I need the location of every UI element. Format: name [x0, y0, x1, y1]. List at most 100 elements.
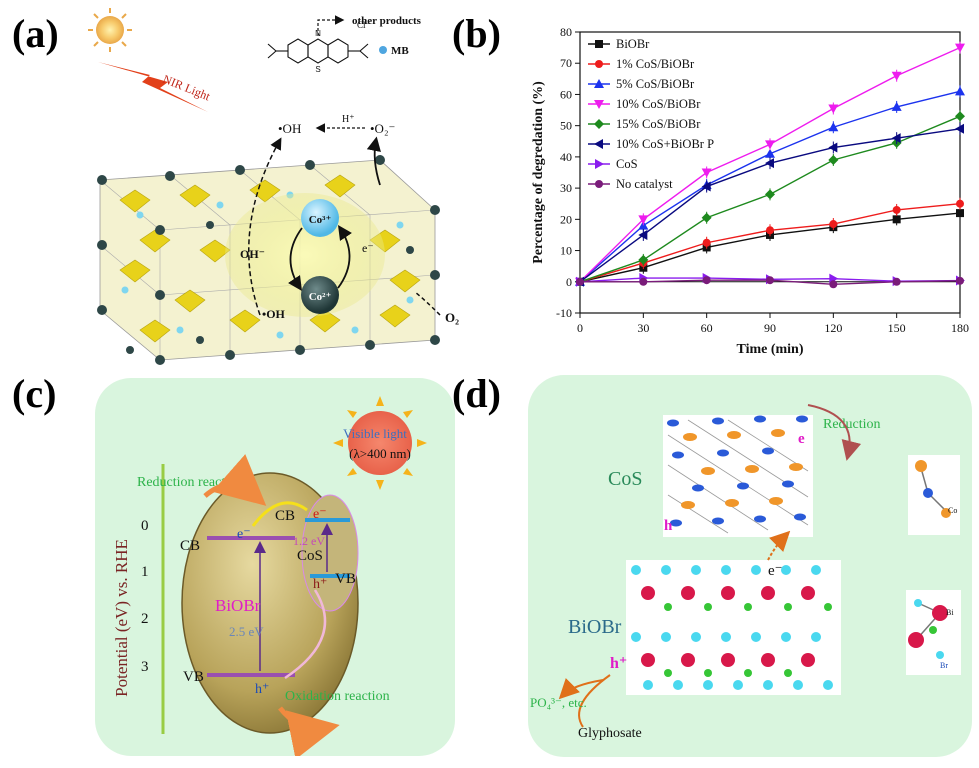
data-point: [956, 276, 964, 285]
y-tick-label: 30: [560, 181, 572, 195]
biobr-cb-label: CB: [180, 538, 200, 554]
data-point: [765, 189, 775, 200]
legend-label: 5% CoS/BiOBr: [616, 77, 695, 91]
legend-label: BiOBr: [616, 37, 650, 51]
x-tick-label: 90: [764, 321, 776, 335]
potential-tick-0: 0: [141, 518, 149, 534]
co-atom-label: Co: [948, 506, 957, 515]
visible-light-label: Visible light: [343, 426, 407, 441]
data-point: [766, 276, 774, 285]
data-point: [639, 277, 648, 286]
data-point: [765, 158, 774, 169]
data-point: [576, 277, 584, 286]
y-tick-label: 50: [560, 119, 572, 133]
data-point: [892, 277, 901, 286]
legend-label: CoS: [616, 157, 638, 171]
data-point: [955, 111, 965, 122]
hole-label-bottom: h⁺: [610, 655, 627, 672]
data-point: [701, 181, 711, 192]
data-point: [892, 215, 901, 224]
data-point: [829, 280, 838, 289]
hydroxide-label: OH⁻: [240, 247, 265, 261]
oxygen-label: O₂: [445, 310, 459, 325]
cos-label-d: CoS: [608, 468, 642, 490]
reduction-label-d: Reduction: [823, 417, 881, 432]
y-tick-label: 10: [560, 244, 572, 258]
reduction-reaction-label: Reduction reaction: [137, 475, 243, 490]
potential-tick-2: 2: [141, 611, 149, 627]
panel-label-a: (a): [12, 11, 59, 56]
hydroxyl-radical-bottom: •OH: [262, 307, 286, 321]
y-tick-label: 60: [560, 87, 572, 101]
data-point: [701, 212, 712, 223]
x-tick-label: 60: [701, 321, 713, 335]
x-tick-label: 120: [824, 321, 842, 335]
br-atom-label: Br: [940, 661, 948, 670]
legend-marker: [594, 119, 604, 129]
ring-s-label: S: [315, 65, 320, 74]
co3-label: Co³⁺: [309, 214, 332, 226]
phosphate-label: PO₄³⁻, etc.: [530, 695, 587, 710]
reduction-arrow: [203, 454, 267, 506]
superoxide-radical: •O₂⁻: [370, 121, 395, 136]
electron-label-top: e: [798, 431, 805, 447]
chloride-label: Cl⁻: [357, 20, 371, 30]
bi-atom-label: Bi: [946, 608, 954, 617]
cycle-arrow-left: [288, 227, 303, 291]
x-tick-label: 150: [888, 321, 906, 335]
bi-atom: [932, 605, 948, 621]
panel-label-c: (c): [12, 371, 57, 416]
legend-marker: [595, 40, 603, 48]
biobr-bandgap-label: 2.5 eV: [229, 624, 264, 639]
legend-marker: [594, 100, 604, 109]
cos-cb-label: CB: [275, 508, 295, 524]
data-point: [702, 276, 711, 285]
y-axis-label: Percentage of degredation (%): [531, 81, 546, 264]
data-point: [828, 104, 839, 114]
mb-label: MB: [391, 45, 409, 57]
panel-c-diagram: Potential (eV) vs. RHE 0 1 2 3 Visible l…: [112, 396, 427, 756]
co-atom-2: [941, 508, 951, 518]
data-point: [828, 122, 839, 132]
data-point: [955, 43, 965, 53]
reduction-arrow-d: [807, 404, 862, 461]
y-tick-label: 80: [560, 25, 572, 39]
co2-ion: [301, 276, 339, 314]
electron-transfer-arrow-d: [767, 530, 791, 561]
nir-light-label: NIR Light: [161, 72, 213, 104]
other-products-arrow: [317, 15, 345, 36]
cos-electron-label: e⁻: [313, 507, 327, 522]
data-point: [955, 123, 964, 134]
biobr-hole-label: h⁺: [255, 682, 269, 697]
y-tick-label: -10: [556, 306, 572, 320]
hole-transfer-arrow: [284, 589, 327, 680]
data-point: [638, 229, 648, 240]
y-tick-label: 70: [560, 56, 572, 70]
legend-marker: [595, 60, 603, 68]
data-point: [828, 142, 838, 153]
cos-bandgap-label: 1.2 eV: [293, 534, 325, 548]
data-point: [828, 155, 839, 166]
series-7: [576, 276, 964, 289]
series-0: [576, 207, 964, 286]
legend-label: 10% CoS/BiOBr: [616, 97, 701, 111]
cos-vb-label: VB: [335, 571, 356, 587]
data-point: [638, 215, 649, 225]
x-tick-label: 180: [951, 321, 969, 335]
cos-particle: [301, 494, 359, 612]
panel-label-d: (d): [452, 371, 501, 416]
oxidation-arrow: [278, 706, 340, 756]
x-axis-label: Time (min): [736, 342, 803, 357]
data-point: [765, 148, 775, 158]
electron-label-mid: e⁻: [768, 563, 783, 579]
legend-marker: [595, 159, 604, 169]
data-point: [638, 254, 649, 265]
legend-marker: [595, 180, 603, 188]
electron-transfer-arrow: [251, 501, 308, 527]
legend-marker: [594, 139, 603, 149]
data-point: [765, 140, 775, 150]
data-point: [892, 205, 901, 214]
